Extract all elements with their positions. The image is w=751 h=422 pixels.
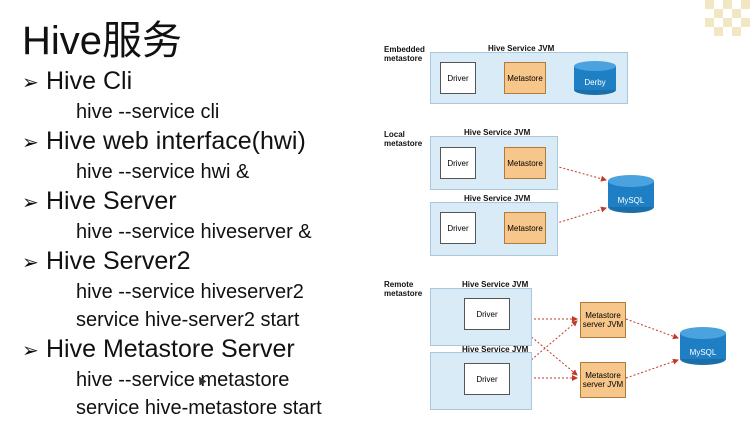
metastore-box: Metastore bbox=[504, 212, 546, 244]
derby-database-icon: Derby bbox=[572, 60, 618, 96]
command-text: hive --service hiveserver & bbox=[76, 221, 312, 243]
item-label: Hive web interface(hwi) bbox=[46, 127, 306, 155]
command-text: service hive-server2 start bbox=[76, 309, 300, 331]
driver-box: Driver bbox=[440, 147, 476, 179]
mysql-label: MySQL bbox=[689, 348, 717, 357]
jvm-label: Hive Service JVM bbox=[462, 280, 529, 289]
item-label: Hive Cli bbox=[46, 67, 133, 95]
metastore-diagram: Embedded metastore Hive Service JVM Driv… bbox=[380, 36, 750, 414]
mysql-label: MySQL bbox=[617, 196, 645, 205]
metastore-server-box: Metastore server JVM bbox=[580, 362, 626, 398]
metastore-box: Metastore bbox=[504, 147, 546, 179]
list-item: ➢ Hive Server2 hive --service hiveserver2… bbox=[22, 246, 382, 334]
driver-box: Driver bbox=[440, 212, 476, 244]
arrow-bullet-icon: ➢ bbox=[22, 252, 39, 274]
metastore-box: Metastore bbox=[504, 62, 546, 94]
list-item: ➢ Hive Server hive --service hiveserver & bbox=[22, 186, 382, 246]
metastore-server-box: Metastore server JVM bbox=[580, 302, 626, 338]
driver-box: Driver bbox=[464, 363, 510, 395]
driver-box: Driver bbox=[440, 62, 476, 94]
command-text: hive --service cli bbox=[76, 101, 220, 123]
section-embedded-label: Embedded metastore bbox=[384, 45, 425, 63]
derby-label: Derby bbox=[584, 78, 606, 87]
arrow-bullet-icon: ➢ bbox=[22, 72, 39, 94]
command-text: hive --service hiveserver2 bbox=[76, 281, 304, 303]
list-item: ➢ Hive Metastore Server hive --service me… bbox=[22, 334, 382, 422]
list-item: ➢ Hive Cli hive --service cli bbox=[22, 66, 382, 126]
jvm-label: Hive Service JVM bbox=[462, 345, 529, 354]
item-label: Hive Server2 bbox=[46, 247, 191, 275]
mysql-database-icon: MySQL bbox=[606, 174, 656, 214]
jvm-label: Hive Service JVM bbox=[464, 128, 531, 137]
arrow-bullet-icon: ➢ bbox=[22, 132, 39, 154]
command-text: hive --service hwi & bbox=[76, 161, 250, 183]
slide-title: Hive服务 bbox=[22, 19, 183, 63]
arrow-bullet-icon: ➢ bbox=[22, 192, 39, 214]
service-list: ➢ Hive Cli hive --service cli ➢ Hive web i… bbox=[22, 66, 382, 422]
driver-box: Driver bbox=[464, 298, 510, 330]
section-local-label: Local metastore bbox=[384, 130, 423, 148]
command-text: service hive-metastore start bbox=[76, 397, 322, 419]
jvm-label: Hive Service JVM bbox=[464, 194, 531, 203]
section-remote-label: Remote metastore bbox=[384, 280, 423, 298]
list-item: ➢ Hive web interface(hwi) hive --service … bbox=[22, 126, 382, 186]
item-label: Hive Server bbox=[46, 187, 177, 215]
item-label: Hive Metastore Server bbox=[46, 335, 295, 363]
command-text: hive --service metastore bbox=[76, 369, 290, 391]
jvm-label: Hive Service JVM bbox=[488, 44, 555, 53]
mysql-database-icon: MySQL bbox=[678, 326, 728, 366]
arrow-bullet-icon: ➢ bbox=[22, 340, 39, 362]
